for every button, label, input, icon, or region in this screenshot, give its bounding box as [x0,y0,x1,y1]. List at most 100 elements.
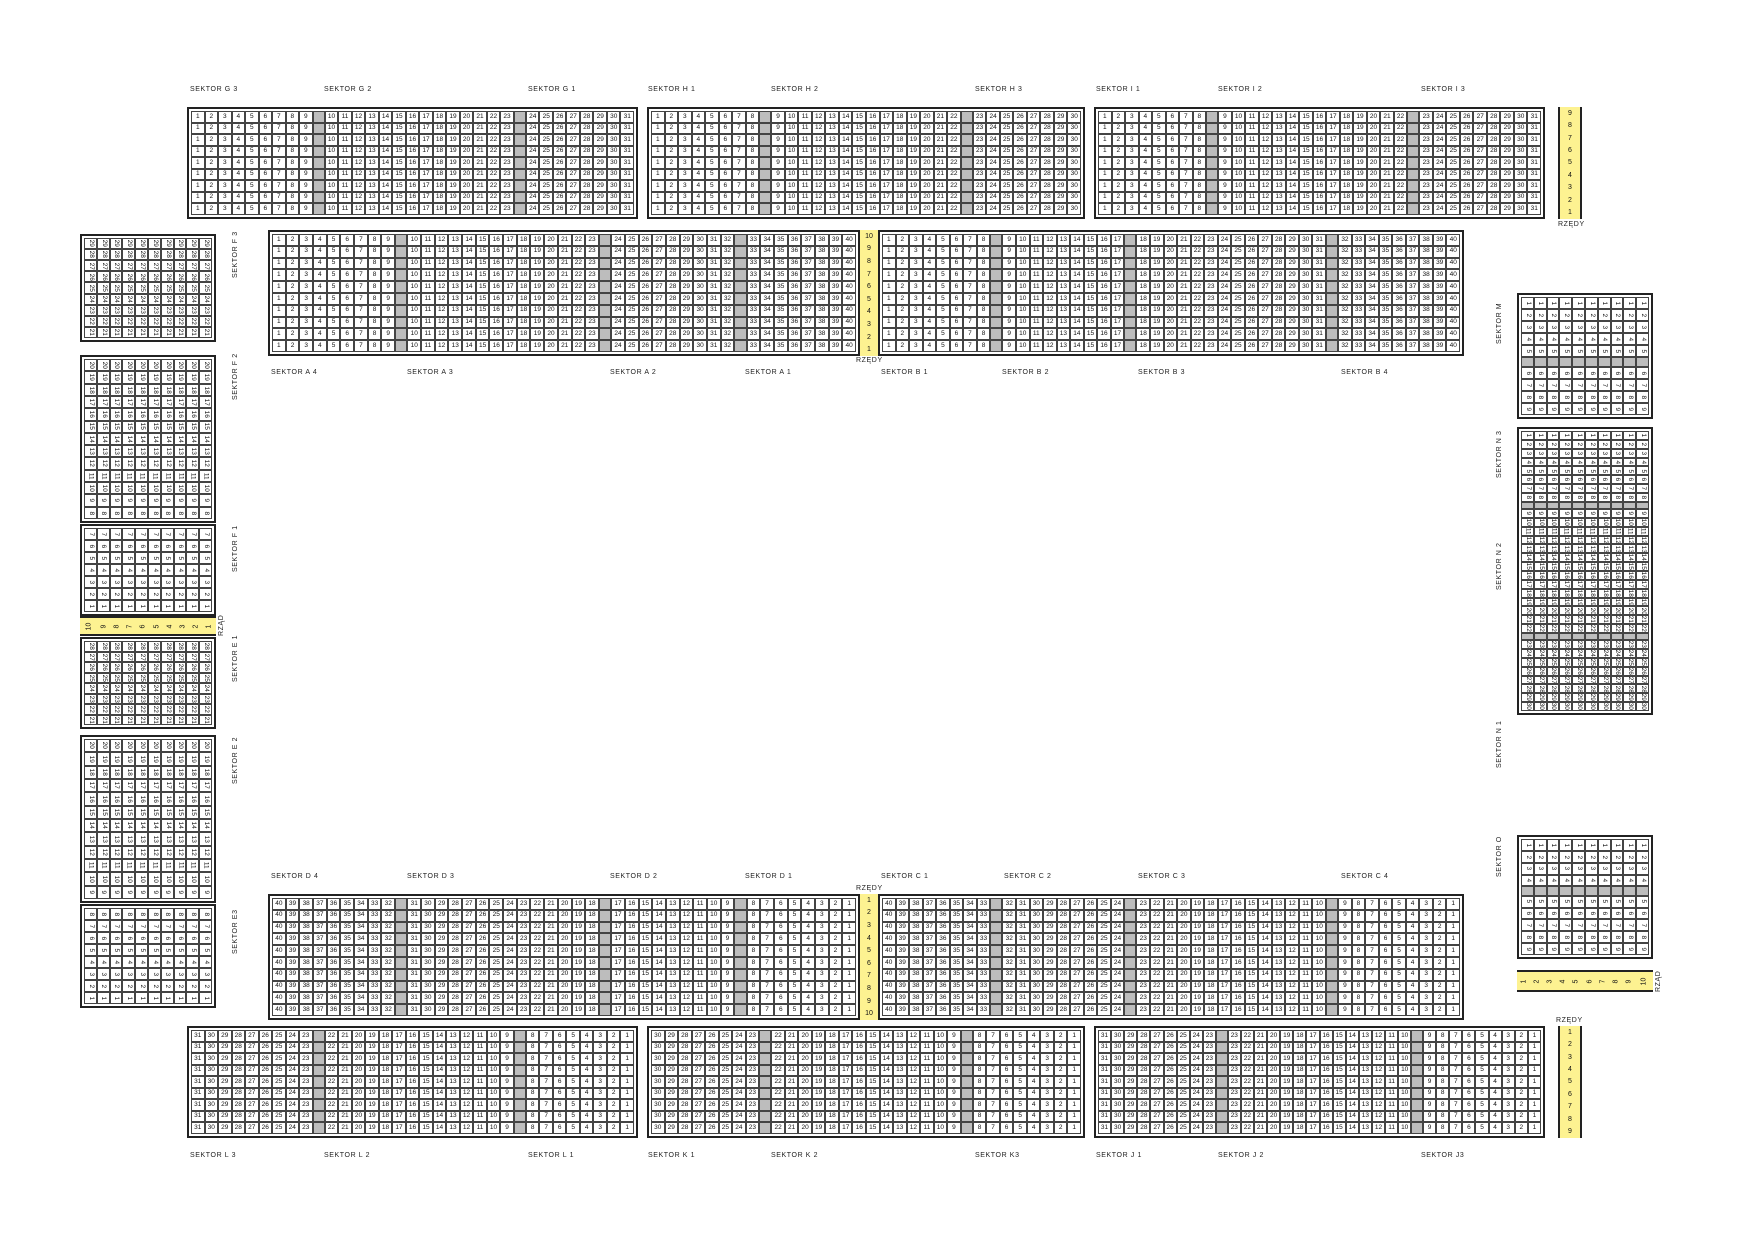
seat[interactable]: 7 [1179,157,1193,169]
seat[interactable]: 28 [678,1087,692,1100]
seat[interactable]: 5 [1152,180,1166,192]
seat[interactable]: 19 [446,180,460,192]
seat[interactable]: 26 [186,271,200,283]
seat[interactable]: 12 [459,1041,474,1054]
seat[interactable]: 22 [486,168,501,181]
seat[interactable]: 26 [638,269,653,282]
seat[interactable]: 16 [148,792,161,806]
seat[interactable]: 3 [814,909,829,922]
seat[interactable]: 1 [1597,839,1611,851]
seat[interactable]: 32 [1002,1004,1016,1016]
seat[interactable]: 25 [1597,657,1611,667]
seat[interactable]: 23 [745,1110,760,1123]
seat[interactable]: 25 [489,992,504,1005]
seat[interactable]: 30 [651,1064,665,1077]
seat[interactable]: 14 [432,1030,447,1042]
seat[interactable]: 12 [1371,1053,1386,1065]
seat[interactable]: 12 [1636,535,1649,545]
seat[interactable]: 13 [1271,980,1286,993]
seat[interactable]: 23 [1202,1099,1216,1111]
seat[interactable]: 12 [1285,1004,1299,1016]
seat[interactable]: 23 [135,304,148,316]
seat[interactable]: 2 [606,1076,621,1088]
seat[interactable]: 4 [231,203,246,215]
seat[interactable]: 16 [84,408,97,421]
seat[interactable]: 6 [949,328,964,341]
seat[interactable]: 13 [173,832,187,846]
seat[interactable]: 24 [732,1041,746,1054]
seat[interactable]: 8 [525,1099,540,1111]
seat[interactable]: 19 [1280,1110,1294,1123]
seat[interactable]: 19 [530,293,545,305]
seat[interactable]: 15 [475,269,490,282]
seat[interactable]: 37 [313,1004,327,1016]
seat[interactable]: 22 [173,704,187,715]
seat[interactable]: 16 [405,157,420,169]
seat[interactable]: 6 [552,1041,567,1054]
seat[interactable]: 25 [1097,898,1111,910]
seat[interactable]: 18 [1585,588,1598,598]
seat[interactable]: 13 [1271,1004,1286,1016]
seat[interactable]: 11 [421,304,435,317]
seat[interactable]: 13 [1272,157,1286,169]
seat[interactable]: 11 [1385,1122,1399,1134]
seat[interactable]: 13 [199,445,212,458]
seat[interactable]: 9 [720,921,735,934]
seat[interactable]: 17 [1306,1064,1320,1077]
seat[interactable]: 34 [354,1004,368,1016]
seat[interactable]: 1 [84,992,97,1004]
seat[interactable]: 28 [1040,180,1054,192]
seat[interactable]: 25 [1097,1004,1111,1016]
seat[interactable]: 32 [720,293,735,305]
seat[interactable]: 6 [1378,898,1393,910]
seat[interactable]: 11 [338,134,352,146]
seat[interactable]: 26 [705,1122,719,1134]
seat[interactable]: 30 [1513,168,1528,181]
seat[interactable]: 10 [1231,203,1246,215]
seat[interactable]: 3 [84,576,97,588]
seat[interactable]: 22 [530,980,545,993]
seat[interactable]: 6 [340,257,355,270]
seat[interactable]: 25 [1636,657,1649,667]
seat[interactable]: 29 [1053,145,1068,158]
seat[interactable]: 20 [96,739,110,753]
seat[interactable]: 18 [516,340,531,352]
seat[interactable]: 4 [1572,874,1585,887]
seat[interactable]: 22 [96,315,110,327]
seat[interactable]: 27 [245,1041,259,1054]
seat[interactable]: 10 [1398,1076,1412,1088]
seat[interactable]: 12 [434,340,449,352]
seat[interactable]: 31 [191,1076,205,1088]
seat[interactable]: 21 [544,933,558,946]
seat[interactable]: 1 [1623,297,1637,310]
seat[interactable]: 8 [976,328,991,341]
seat[interactable]: 17 [392,1053,406,1065]
seat[interactable]: 25 [1176,1122,1190,1134]
seat[interactable]: 25 [489,980,504,993]
seat[interactable]: 20 [920,191,934,204]
seat[interactable]: 2 [1597,850,1611,863]
seat[interactable]: 19 [1636,597,1649,607]
seat[interactable]: 22 [324,1087,339,1100]
seat[interactable]: 6 [1546,475,1560,485]
seat[interactable]: 8 [1521,493,1534,502]
seat[interactable]: 29 [109,238,123,250]
seat[interactable]: 30 [651,1076,665,1088]
seat[interactable]: 6 [1462,1110,1476,1123]
seat[interactable]: 11 [1245,203,1259,215]
seat[interactable]: 5 [109,944,123,956]
seat[interactable]: 22 [109,315,123,327]
seat[interactable]: 15 [109,420,123,433]
seat[interactable]: 5 [1475,1041,1489,1054]
seat[interactable]: 10 [135,482,148,495]
seat[interactable]: 18 [1610,588,1624,598]
seat[interactable]: 5 [1559,345,1573,358]
seat[interactable]: 16 [852,1087,866,1100]
seat[interactable]: 6 [1585,907,1598,920]
seat[interactable]: 24 [611,316,625,329]
seat[interactable]: 33 [746,316,761,329]
seat[interactable]: 28 [122,641,136,652]
seat[interactable]: 14 [432,1053,447,1065]
seat[interactable]: 29 [1500,145,1514,158]
seat[interactable]: 10 [173,482,187,495]
